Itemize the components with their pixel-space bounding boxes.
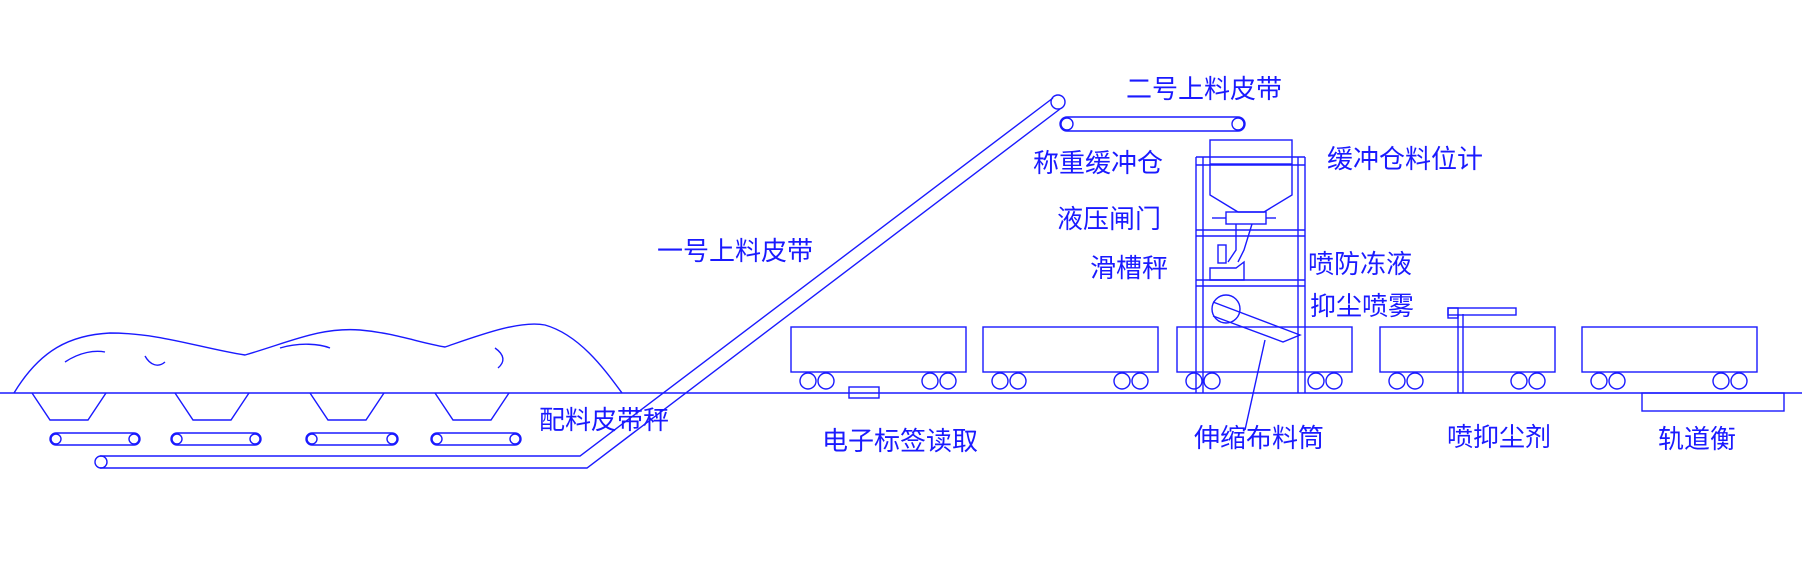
feeder-hopper xyxy=(31,392,107,421)
stockpile-contour xyxy=(64,350,106,363)
label-hydraulic-gate: 液压闸门 xyxy=(1057,205,1161,235)
weigh-buffer-bin xyxy=(1209,139,1293,213)
label-rfid-reader: 电子标签读取 xyxy=(822,427,978,457)
feeder-hopper xyxy=(174,392,250,421)
stockpile-contour xyxy=(144,355,166,366)
stockpile-contour xyxy=(494,347,504,369)
telescopic-chute xyxy=(1211,294,1302,431)
chute xyxy=(1227,223,1253,263)
stockpile xyxy=(13,323,623,394)
feeder-hopper xyxy=(309,392,385,421)
label-telescopic-chute: 伸缩布料筒 xyxy=(1194,424,1324,454)
rail-wagon xyxy=(1379,326,1556,390)
hydraulic-gate xyxy=(1212,211,1276,225)
batching-belt xyxy=(94,94,1066,469)
feeder-belt xyxy=(305,432,399,446)
loading-tower xyxy=(1195,156,1306,393)
label-track-scale: 轨道衡 xyxy=(1658,425,1736,455)
label-antifreeze-spray: 喷防冻液 xyxy=(1308,250,1412,280)
label-dust-agent-spray: 喷抑尘剂 xyxy=(1447,423,1551,453)
feeder-belt xyxy=(49,432,141,446)
stockpile-contour xyxy=(279,343,331,349)
feeder-hopper xyxy=(434,392,510,421)
belt-two xyxy=(1059,116,1246,132)
label-belt-one: 一号上料皮带 xyxy=(657,237,813,267)
label-bin-level-meter: 缓冲仓料位计 xyxy=(1327,145,1483,175)
feeder-belt xyxy=(170,432,262,446)
feeder-belt xyxy=(430,432,522,446)
label-chute-scale: 滑槽秤 xyxy=(1090,254,1168,284)
label-belt-two: 二号上料皮带 xyxy=(1126,75,1282,105)
rail-wagon xyxy=(982,326,1159,390)
label-weigh-bin: 称重缓冲仓 xyxy=(1033,149,1163,179)
rail-wagon xyxy=(790,326,967,390)
label-batching-scale: 配料皮带秤 xyxy=(539,406,669,436)
dust-agent-spray-rig xyxy=(1447,307,1517,393)
label-dust-spray: 抑尘喷雾 xyxy=(1310,292,1414,322)
rail-wagon xyxy=(1176,326,1353,390)
chute-scale xyxy=(1209,244,1245,281)
rfid-reader xyxy=(848,386,880,399)
rail-wagon xyxy=(1581,326,1758,390)
track-scale xyxy=(1641,392,1785,412)
